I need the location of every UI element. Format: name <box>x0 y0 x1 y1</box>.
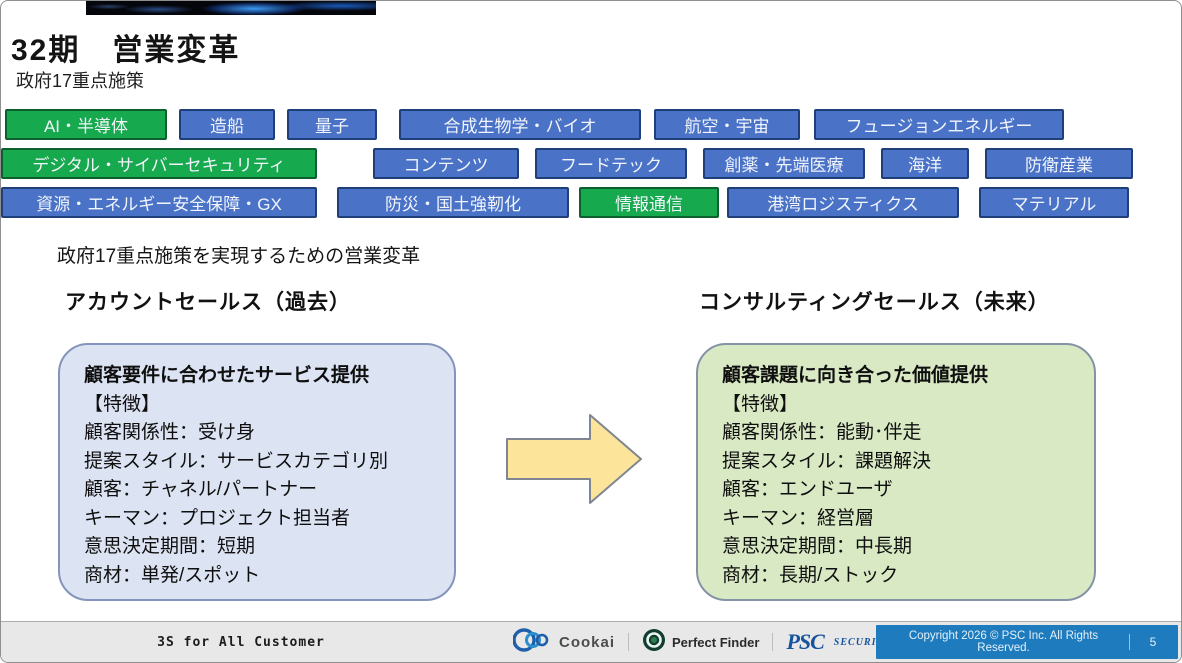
copyright-bar: Copyright 2026 © PSC Inc. All Rights Res… <box>876 625 1178 659</box>
right-arrow-icon <box>505 409 645 514</box>
policy-tag-defense-industry: 防衛産業 <box>985 148 1133 179</box>
perfect-finder-logo-icon <box>642 628 666 657</box>
psc-security-logo: PSC SECURITY <box>786 629 890 655</box>
cookai-logo-label: Cookai <box>559 633 616 651</box>
policy-tag-ai-semiconductor: AI・半導体 <box>5 109 167 140</box>
policy-tag-digital-cybersecurity: デジタル・サイバーセキュリティ <box>1 148 317 179</box>
perfect-finder-logo-label: Perfect Finder <box>672 634 760 650</box>
policy-tag-fusion-energy: フュージョンエネルギー <box>814 109 1064 140</box>
policy-tag-quantum: 量子 <box>287 109 377 140</box>
psc-logo-label: PSC <box>786 629 824 654</box>
policy-tag-ocean: 海洋 <box>881 148 969 179</box>
heading-consulting-sales: コンサルティングセールス（未来） <box>699 291 1050 314</box>
policy-tag-row-1: AI・半導体 造船 量子 合成生物学・バイオ 航空・宇宙 フュージョンエネルギー <box>1 109 1181 140</box>
slide-footer: 3S for All Customer Cookai <box>1 621 1181 662</box>
feature-line: 商材：長期/ストック <box>722 564 899 586</box>
feature-line: 顧客：チャネル/パートナー <box>84 479 318 500</box>
consulting-sales-box: 顧客課題に向き合った価値提供 【特徴】 顧客関係性：能動･伴走 提案スタイル：課… <box>696 343 1096 601</box>
feature-line: 顧客関係性：能動･伴走 <box>722 422 922 443</box>
psc-logo-sublabel: SECURITY <box>833 636 891 648</box>
feature-line: 【特徴】 <box>84 393 161 415</box>
account-sales-box-title: 顧客要件に合わせたサービス提供 <box>84 365 370 386</box>
footer-logos: Cookai Perfect Finder PSC SECURITY <box>512 622 891 662</box>
feature-line: 顧客：エンドユーザ <box>722 479 893 500</box>
slide-title: 32期 営業変革 <box>11 34 241 67</box>
feature-line: 提案スタイル：サービスカテゴリ別 <box>84 450 389 472</box>
policy-tag-resources-energy-gx: 資源・エネルギー安全保障・GX <box>1 187 317 218</box>
header-image <box>86 1 376 15</box>
footer-slogan: 3S for All Customer <box>157 634 325 650</box>
feature-line: 提案スタイル：課題解決 <box>722 450 932 472</box>
consulting-sales-box-title: 顧客課題に向き合った価値提供 <box>722 365 989 386</box>
policy-tag-grid: AI・半導体 造船 量子 合成生物学・バイオ 航空・宇宙 フュージョンエネルギー… <box>1 109 1181 226</box>
policy-tag-information-communication: 情報通信 <box>579 187 719 218</box>
lead-text: 政府17重点施策を実現するための営業変革 <box>57 246 421 267</box>
policy-tag-drug-discovery: 創薬・先端医療 <box>703 148 865 179</box>
policy-tag-aerospace: 航空・宇宙 <box>654 109 800 140</box>
footer-divider <box>628 633 630 651</box>
page-number: 5 <box>1149 635 1157 649</box>
footer-divider <box>772 633 774 651</box>
feature-line: キーマン：プロジェクト担当者 <box>84 507 351 529</box>
feature-line: 意思決定期間：短期 <box>84 536 256 557</box>
copyright-text: Copyright 2026 © PSC Inc. All Rights Res… <box>908 630 1099 654</box>
feature-line: 顧客関係性：受け身 <box>84 422 256 443</box>
heading-account-sales: アカウントセールス（過去） <box>65 291 351 314</box>
perfect-finder-logo: Perfect Finder <box>642 628 759 657</box>
feature-line: 意思決定期間：中長期 <box>722 536 913 557</box>
policy-tag-port-logistics: 港湾ロジスティクス <box>727 187 959 218</box>
policy-tag-shipbuilding: 造船 <box>179 109 275 140</box>
slide-subtitle: 政府17重点施策 <box>16 71 145 91</box>
policy-tag-foodtech: フードテック <box>535 148 687 179</box>
policy-tag-synthetic-biology: 合成生物学・バイオ <box>399 109 641 140</box>
policy-tag-materials: マテリアル <box>979 187 1129 218</box>
policy-tag-disaster-resilience: 防災・国土強靭化 <box>337 187 569 218</box>
policy-tag-row-2: デジタル・サイバーセキュリティ コンテンツ フードテック 創薬・先端医療 海洋 … <box>1 148 1181 179</box>
cookai-logo-icon <box>512 627 553 657</box>
copyright-divider <box>1129 634 1130 650</box>
policy-tag-row-3: 資源・エネルギー安全保障・GX 防災・国土強靭化 情報通信 港湾ロジスティクス … <box>1 187 1181 218</box>
account-sales-box: 顧客要件に合わせたサービス提供 【特徴】 顧客関係性：受け身 提案スタイル：サー… <box>58 343 456 601</box>
feature-line: 商材：単発/スポット <box>84 564 261 586</box>
feature-line: キーマン：経営層 <box>722 507 875 529</box>
policy-tag-contents: コンテンツ <box>373 148 519 179</box>
cookai-logo: Cookai <box>512 627 616 657</box>
feature-line: 【特徴】 <box>722 393 799 415</box>
